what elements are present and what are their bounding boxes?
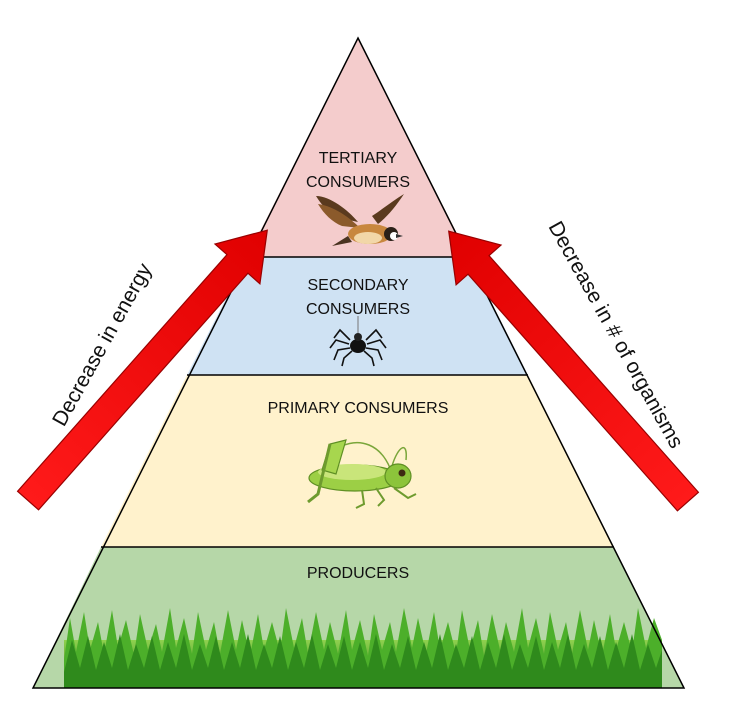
energy-arrow [16,229,268,511]
producers-label: PRODUCERS [307,565,409,582]
secondary-label-line-2: CONSUMERS [306,301,410,318]
pyramid-outline [31,36,686,689]
grass-image [64,608,662,688]
primary-level [101,375,614,547]
bird-icon [316,194,404,246]
secondary-label-line-1: SECONDARY [307,277,408,294]
primary-label: PRIMARY CONSUMERS [268,400,449,417]
spider-icon [329,316,387,367]
organisms-arrow [448,230,700,512]
tertiary-level [247,38,469,257]
grasshopper-icon [307,439,417,509]
tertiary-label-line-2: CONSUMERS [306,174,410,191]
tertiary-label-line-1: TERTIARY [319,150,398,167]
